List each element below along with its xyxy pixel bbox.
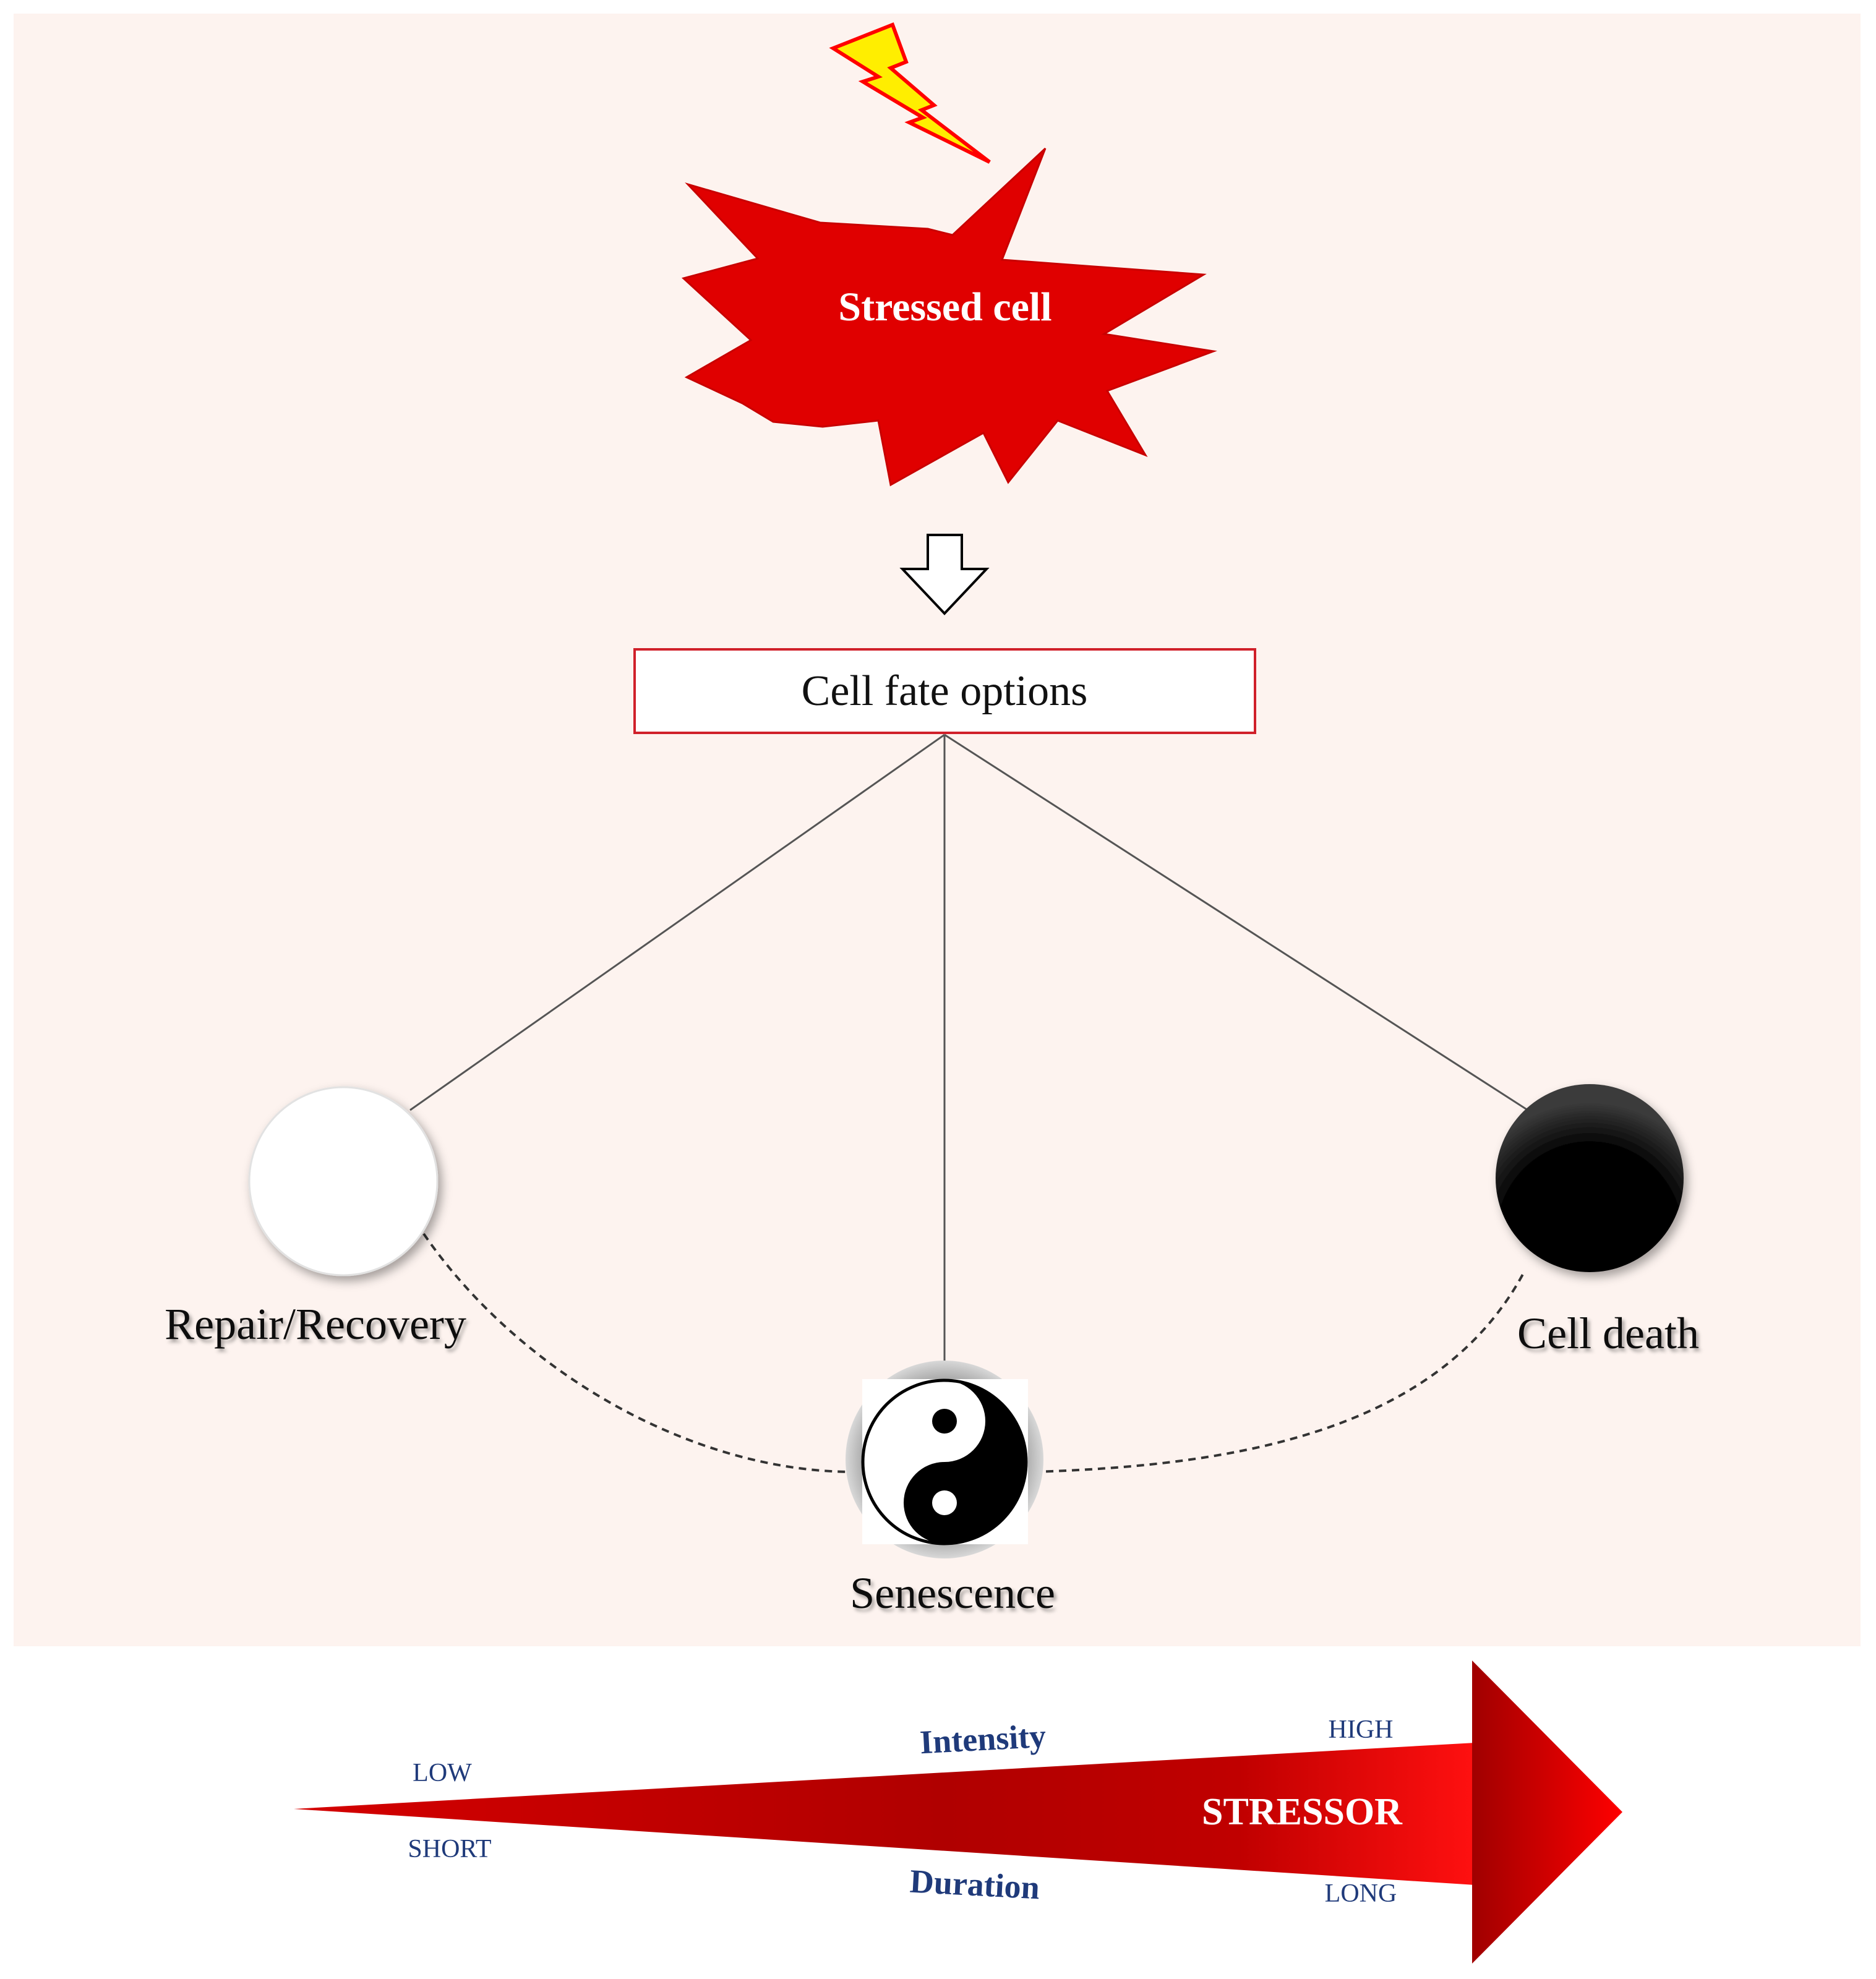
connector-line-death [944, 733, 1528, 1111]
duration-long-label: LONG [1325, 1879, 1397, 1908]
stressor-arrow-shaft [294, 1743, 1475, 1885]
senescence-node [846, 1361, 1043, 1558]
stressed-cell-starburst [681, 147, 1217, 487]
repair-recovery-label: Repair/Recovery [165, 1299, 466, 1349]
connector-line-repair [409, 733, 945, 1111]
intensity-low-label: LOW [413, 1759, 472, 1787]
repair-cell-node [248, 1086, 439, 1276]
dashed-arc-right [1032, 1270, 1526, 1473]
senescence-label: Senescence [850, 1568, 1055, 1618]
stressor-arrow-head [1472, 1661, 1622, 1964]
stressor-label: STRESSOR [1202, 1791, 1403, 1833]
stressed-cell-label: Stressed cell [838, 284, 1052, 330]
cell-death-node [1496, 1084, 1684, 1272]
intensity-label: Intensity [919, 1717, 1047, 1761]
duration-label: Duration [909, 1863, 1041, 1907]
stressor-arrow [294, 1661, 1622, 1964]
down-arrow-icon [899, 534, 990, 615]
cell-death-label: Cell death [1517, 1309, 1699, 1358]
intensity-high-label: HIGH [1329, 1716, 1394, 1744]
cell-fate-box-label: Cell fate options [802, 667, 1088, 715]
cell-fate-box [633, 648, 1256, 734]
yin-yang-icon [861, 1378, 1028, 1545]
lightning-icon [829, 22, 991, 164]
duration-short-label: SHORT [408, 1835, 491, 1863]
